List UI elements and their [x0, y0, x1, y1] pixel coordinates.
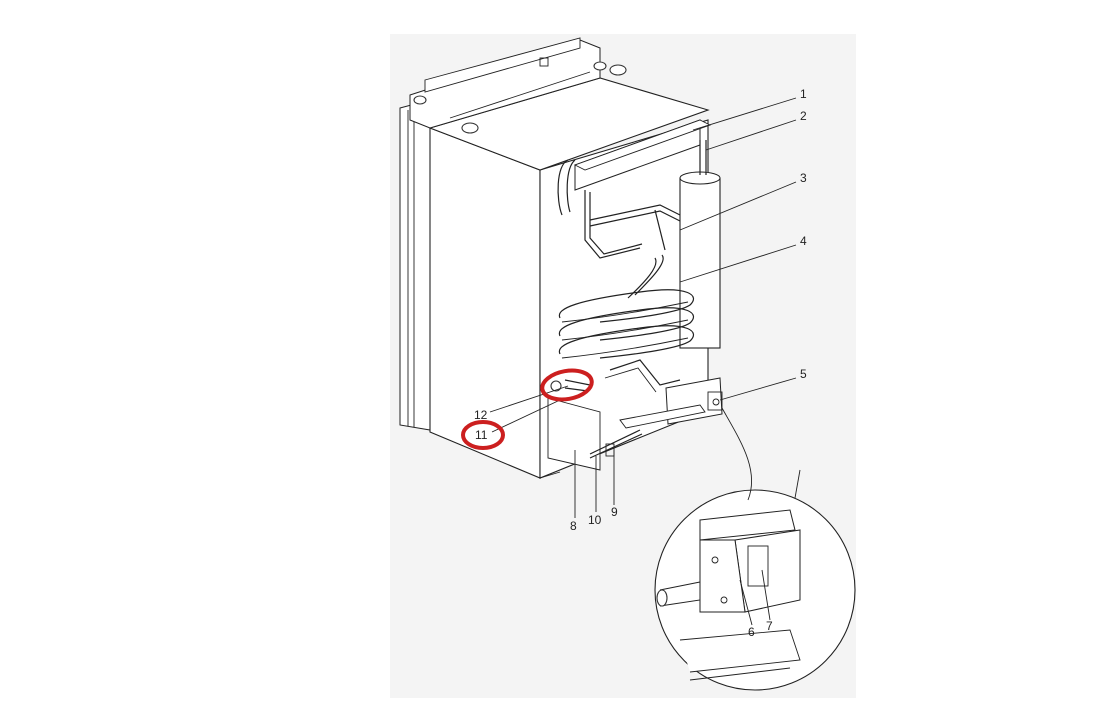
highlight-circle-11 — [461, 420, 505, 450]
callout-7: 7 — [766, 619, 773, 633]
cooling-unit — [550, 119, 723, 459]
callout-labels: 1 2 3 4 5 6 7 8 9 10 11 12 — [474, 87, 807, 639]
highlight-marks — [461, 368, 594, 450]
callout-10: 10 — [588, 513, 602, 527]
callout-3: 3 — [800, 171, 807, 185]
callout-1: 1 — [800, 87, 807, 101]
callout-6: 6 — [748, 625, 755, 639]
callout-11: 11 — [475, 428, 488, 442]
callout-2: 2 — [800, 109, 807, 123]
condenser-coil — [558, 254, 695, 359]
callout-8: 8 — [570, 519, 577, 533]
callout-5: 5 — [800, 367, 807, 381]
highlight-circle-12 — [540, 368, 594, 402]
callout-12: 12 — [474, 408, 488, 422]
detail-magnifier — [654, 407, 856, 691]
callout-9: 9 — [611, 505, 618, 519]
callout-4: 4 — [800, 234, 807, 248]
leader-lines — [489, 97, 797, 626]
